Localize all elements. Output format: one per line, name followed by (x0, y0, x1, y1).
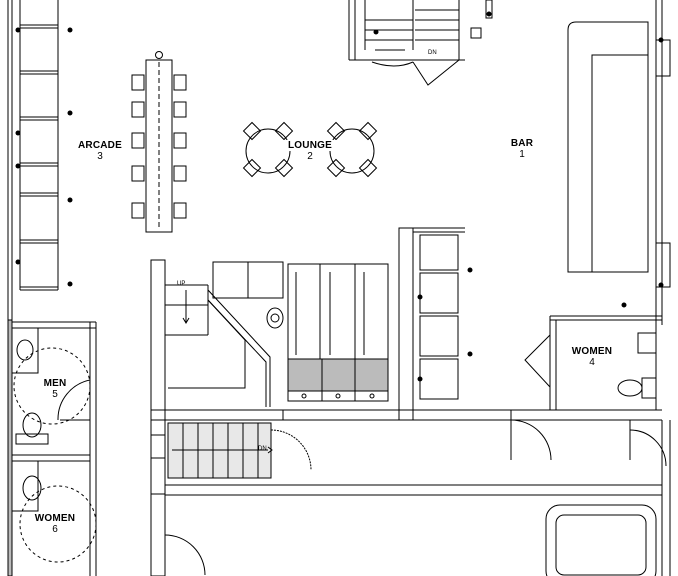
left-exterior-wall (7, 0, 13, 576)
women-4-room-number: 4 (589, 357, 595, 368)
lounge-round-table-1 (242, 121, 294, 178)
men-5-room-number: 5 (52, 389, 58, 400)
lower-stair-dn-label: DN (258, 446, 267, 452)
left-stairwell (150, 259, 271, 436)
men-5-room-label: MEN (43, 378, 67, 389)
central-partition (398, 227, 465, 421)
top-stairwell (348, 0, 493, 86)
kitchen-equipment (212, 261, 389, 402)
booth-cubicles (417, 234, 473, 400)
women-6-room-number: 6 (52, 524, 58, 535)
women-6-room-label: WOMEN (34, 513, 76, 524)
lounge-room-number: 2 (307, 151, 313, 162)
arcade-chairs (131, 74, 187, 219)
sink-icon (266, 307, 284, 329)
arcade-room-number: 3 (97, 151, 103, 162)
bar-counter (567, 21, 649, 273)
arcade-room-label: ARCADE (78, 140, 122, 151)
lounge-room-label: LOUNGE (280, 140, 340, 151)
left-restrooms (11, 321, 97, 576)
arcade-long-table (145, 51, 173, 233)
left-window-bays (15, 0, 73, 291)
lounge-round-table-2 (326, 121, 378, 178)
right-exterior-wall (621, 0, 671, 325)
top-stair-dn-label: DN (428, 50, 437, 56)
bar-room-number: 1 (519, 149, 525, 160)
lower-stair (167, 422, 273, 479)
women-4-room-label: WOMEN (571, 346, 613, 357)
bar-room-label: BAR (510, 138, 534, 149)
corridor-walls (150, 409, 671, 576)
left-stair-up-label: UP (177, 281, 186, 287)
pool-table (545, 504, 657, 576)
